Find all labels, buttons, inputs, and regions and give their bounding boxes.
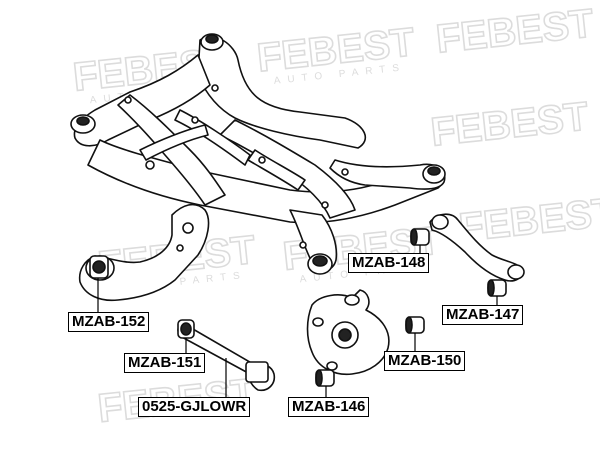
bushing-mzab-152	[89, 255, 109, 279]
part-label-0525-gjlowr[interactable]: 0525-GJLOWR	[138, 397, 251, 417]
part-label-mzab-152[interactable]: MZAB-152	[68, 312, 150, 332]
subframe-drawing	[70, 33, 446, 275]
watermark: FEBEST AUTO PARTS	[254, 19, 417, 87]
part-label-mzab-148[interactable]: MZAB-148	[348, 253, 430, 273]
part-label-mzab-151[interactable]: MZAB-151	[124, 353, 206, 373]
bushing-mzab-147	[487, 279, 507, 297]
watermark: FEBEST	[433, 1, 596, 63]
part-label-mzab-150[interactable]: MZAB-150	[384, 351, 466, 371]
watermark-brand: FEBEST	[457, 190, 600, 250]
bushing-mzab-148	[410, 228, 430, 246]
bushings	[89, 228, 507, 387]
bushing-mzab-150	[405, 316, 425, 334]
watermark: FEBEST	[456, 189, 600, 251]
knuckle-drawing	[306, 289, 390, 376]
part-label-mzab-146[interactable]: MZAB-146	[288, 397, 370, 417]
watermark: FEBEST	[428, 94, 591, 156]
part-label-mzab-147[interactable]: MZAB-147	[442, 305, 524, 325]
upper-arm-drawing	[429, 213, 525, 282]
watermark-brand: FEBEST	[434, 1, 596, 61]
leader-lines	[97, 245, 498, 400]
bushing-mzab-146	[315, 369, 335, 387]
bushing-mzab-151	[177, 319, 195, 339]
watermark-brand: FEBEST	[429, 94, 591, 154]
